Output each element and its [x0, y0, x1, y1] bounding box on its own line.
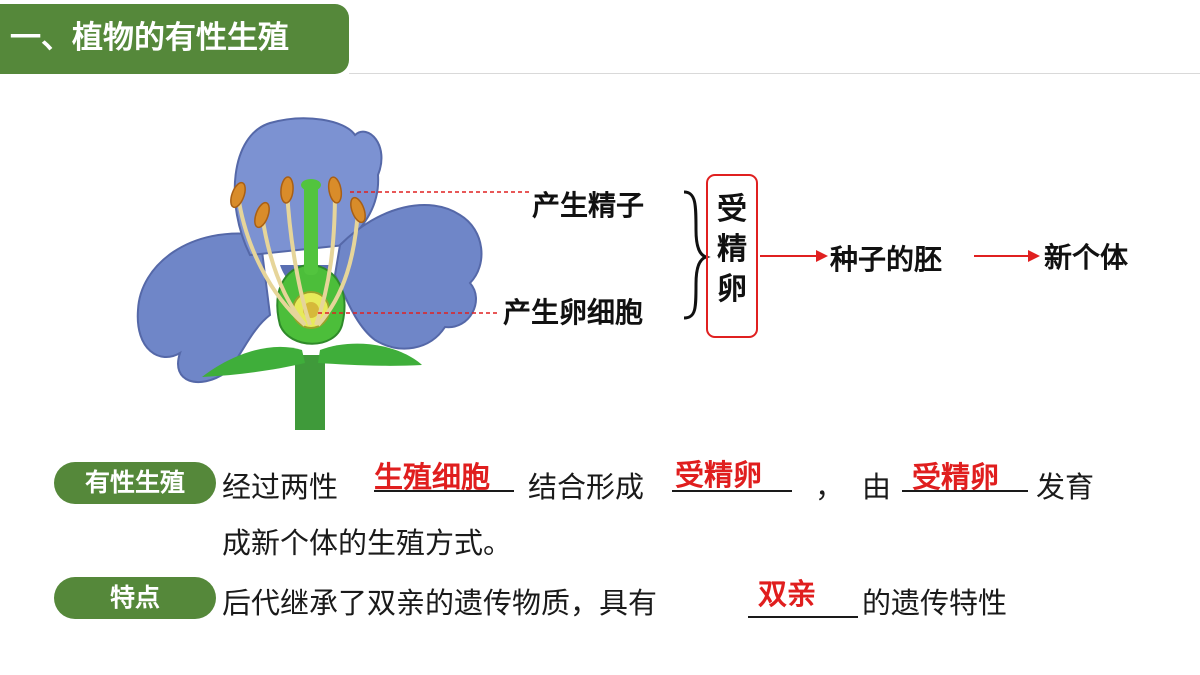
anther [327, 176, 343, 204]
tag-feature: 特点 [54, 577, 216, 619]
stigma [301, 179, 321, 191]
title-divider [349, 73, 1200, 74]
flower-stem [295, 355, 325, 430]
blank-underline [902, 490, 1028, 492]
brace [683, 190, 711, 320]
definition-line-2: 成新个体的生殖方式。 [222, 526, 513, 560]
blank-underline [374, 490, 514, 492]
flower-leaf-left [202, 346, 305, 377]
flower-illustration [136, 117, 483, 430]
blank-underline [748, 616, 858, 618]
feature-text-1: 后代继承了双亲的遗传物质，具有 [222, 586, 658, 620]
label-produce-egg: 产生卵细胞 [503, 296, 644, 329]
title-bar: 一、植物的有性生殖 [0, 4, 349, 74]
label-new-individual: 新个体 [1044, 241, 1129, 274]
anther [254, 201, 270, 229]
page-title: 一、植物的有性生殖 [10, 20, 289, 56]
pistil [304, 185, 318, 275]
definition-text-3: 由 [862, 470, 892, 504]
tag-sexual-reproduction: 有性生殖 [54, 462, 216, 504]
label-produce-sperm: 产生精子 [532, 189, 645, 222]
fertilized-char: 卵 [717, 272, 747, 307]
blank-underline [672, 490, 792, 492]
label-seed-embryo: 种子的胚 [830, 243, 943, 276]
answer-both-parents: 双亲 [758, 577, 817, 611]
fertilized-char: 精 [717, 232, 747, 267]
flower-leaf-right [318, 343, 422, 366]
fertilized-char: 受 [717, 192, 747, 227]
fertilized-egg-box: 受 精 卵 [706, 174, 758, 338]
feature-text-2: 的遗传特性 [862, 586, 1008, 620]
definition-text-4: 发育 [1036, 470, 1095, 504]
answer-zygote-1: 受精卵 [675, 458, 763, 492]
anther [350, 196, 366, 224]
definition-text-2: 结合形成 [528, 470, 645, 504]
definition-comma: ， [815, 470, 845, 504]
answer-zygote-2: 受精卵 [912, 460, 1000, 494]
answer-germ-cells: 生殖细胞 [374, 460, 491, 494]
anther [280, 176, 294, 204]
anther [230, 181, 246, 209]
definition-text-1: 经过两性 [222, 470, 339, 504]
